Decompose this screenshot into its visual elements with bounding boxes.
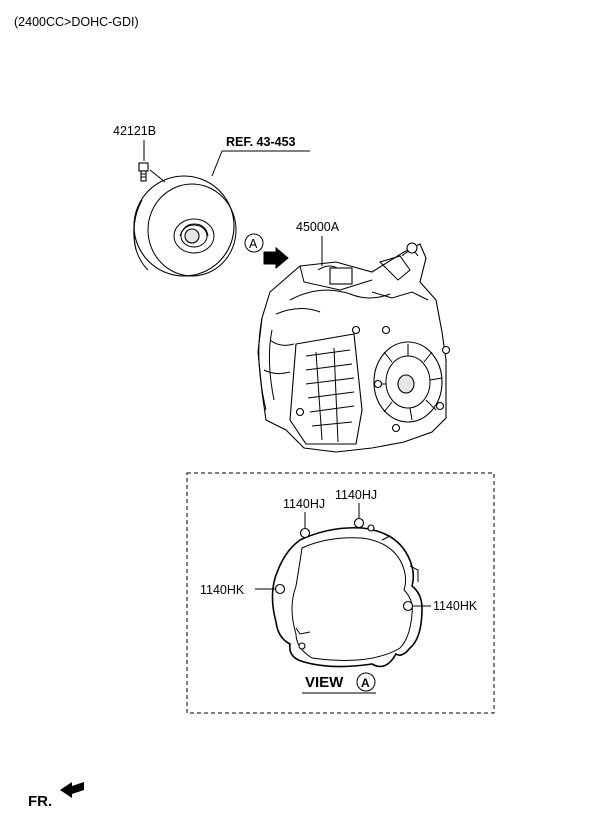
- view-label-letter: A: [361, 676, 370, 690]
- bolt-1140HK-right: [402, 600, 414, 612]
- engine-spec-label: (2400CC>DOHC-GDI): [14, 15, 139, 29]
- bolt-1140HJ-right: [353, 517, 365, 529]
- transaxle-assembly: [257, 242, 451, 453]
- callout-1140HJ-right: 1140HJ: [335, 488, 377, 502]
- leader-42121B-b: [149, 169, 166, 183]
- bolt-small: [367, 524, 375, 532]
- view-a-box: [186, 472, 495, 714]
- bolt-42121B: [138, 162, 149, 182]
- callout-1140HJ-left: 1140HJ: [283, 497, 325, 511]
- callout-1140HK-right: 1140HK: [433, 599, 478, 613]
- reference-leader: [211, 150, 223, 177]
- callout-42121B: 42121B: [113, 124, 156, 138]
- view-direction-arrow-icon: [263, 246, 289, 270]
- view-a-marker: A: [244, 233, 264, 253]
- housing-flange-outline: [271, 526, 423, 668]
- front-indicator-label: FR.: [28, 793, 52, 810]
- view-label: VIEW: [305, 674, 344, 691]
- bolt-1140HJ-left: [299, 527, 311, 539]
- callout-1140HK-left: 1140HK: [200, 583, 245, 597]
- bolt-small-lower: [298, 642, 306, 650]
- reference-label: REF. 43-453: [226, 135, 296, 149]
- view-a-marker-letter: A: [249, 237, 258, 251]
- torque-converter: [133, 175, 237, 277]
- callout-45000A: 45000A: [296, 220, 340, 234]
- bolt-1140HK-left: [274, 583, 286, 595]
- view-label-circle: [356, 672, 376, 692]
- front-arrow-icon: [60, 782, 84, 798]
